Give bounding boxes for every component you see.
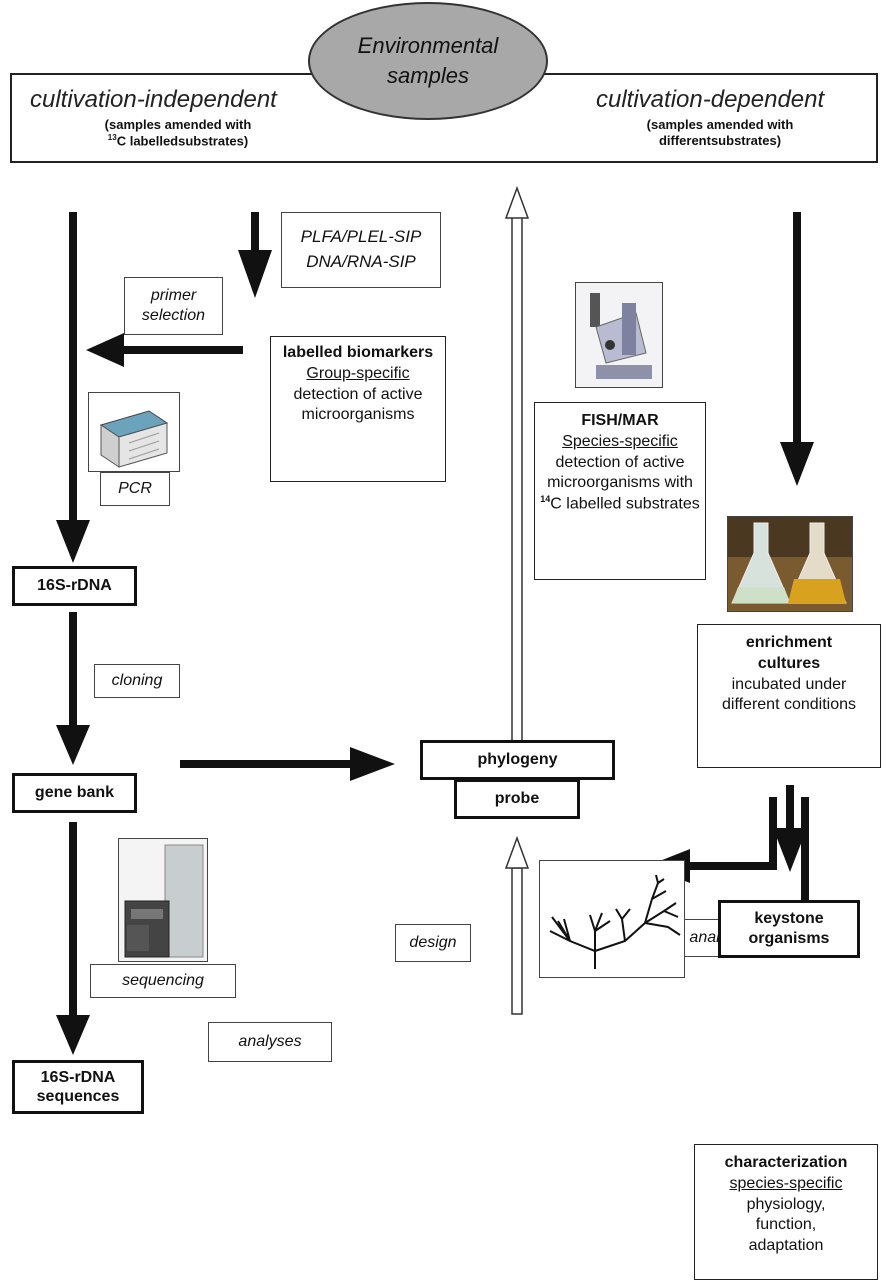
fish-text-1: detection of active microorganisms with (547, 453, 693, 492)
fish-species-specific: Species-specific (562, 432, 678, 450)
fish-mar-title: FISH/MAR (581, 412, 659, 429)
arrow-biomarkers-shaft (118, 346, 243, 354)
enrichment-cultures-box: enrichment cultures incubated under diff… (697, 624, 881, 768)
arrow-sip-head (238, 250, 272, 298)
biomarkers-title: labelled biomarkers (282, 344, 434, 361)
16s-rdna-sequences-box: 16S-rDNA sequences (12, 1060, 144, 1114)
biomarkers-text: detection of active microorganisms (293, 385, 423, 424)
arrow-analyses-left-shaft (180, 760, 355, 768)
fish-text-2: 14C labelled substrates (540, 494, 700, 513)
arrow-left-shaft (69, 212, 77, 528)
microscope-icon (575, 282, 663, 388)
environmental-samples-label: Environmental samples (357, 33, 499, 88)
design-label: design (395, 924, 471, 962)
keystone-organisms-box: keystone organisms (718, 900, 860, 958)
phylogeny-box: phylogeny (420, 740, 615, 780)
arrow-probe-head (504, 185, 530, 219)
cloning-label: cloning (94, 664, 180, 698)
sequencing-label: sequencing (90, 964, 236, 998)
analyses-left-label: analyses (208, 1022, 332, 1062)
arrow-right-head (780, 442, 814, 486)
arrow-cloning-shaft (69, 612, 77, 730)
gene-bank-box: gene bank (12, 773, 137, 813)
environmental-samples-ellipse: Environmental samples (308, 2, 548, 120)
left-header-title: cultivation-independent (30, 86, 277, 113)
characterization-box: characterization species-specific physio… (694, 1144, 878, 1280)
enrichment-text: incubated under different conditions (721, 675, 856, 714)
biomarkers-group-specific: Group-specific (306, 364, 410, 382)
arrow-keystone-bent-horizontal (683, 862, 777, 870)
arrow-cloning-head (56, 725, 90, 765)
characterization-species-specific: species-specific (729, 1174, 843, 1192)
arrow-keystone-bent-vertical (769, 797, 777, 869)
arrow-design-head (504, 835, 530, 869)
arrow-right-shaft (793, 212, 801, 448)
sip-label: PLFA/PLEL-SIP DNA/RNA-SIP (281, 212, 441, 288)
sequencer-icon (118, 838, 208, 962)
characterization-text: physiology, function, adaptation (746, 1195, 826, 1255)
arrow-sequencing-head (56, 1015, 90, 1055)
probe-box: probe (454, 779, 580, 819)
flasks-icon (727, 516, 853, 612)
arrow-characterization-shaft (801, 797, 809, 915)
arrow-analyses-left-head (350, 747, 395, 781)
arrow-design-shaft (511, 867, 523, 1015)
arrow-probe-shaft (511, 215, 523, 753)
characterization-title: characterization (724, 1154, 848, 1171)
arrow-left-head (56, 520, 90, 563)
arrow-biomarkers-head (86, 333, 124, 367)
pcr-machine-icon (88, 392, 180, 472)
arrow-sip-shaft (251, 212, 259, 254)
phylogenetic-tree-icon (539, 860, 685, 978)
labelled-biomarkers-box: labelled biomarkers Group-specific detec… (270, 336, 446, 482)
fish-mar-box: FISH/MAR Species-specific detection of a… (534, 402, 706, 580)
right-header-subtitle: (samples amended with differentsubstrate… (646, 117, 794, 149)
16s-rdna-box: 16S-rDNA (12, 566, 137, 606)
primer-selection-label: primer selection (124, 277, 223, 335)
right-header-title: cultivation-dependent (596, 86, 825, 113)
arrow-sequencing-shaft (69, 822, 77, 1022)
left-header-subtitle: (samples amended with 13C labelledsubstr… (104, 117, 252, 149)
arrow-enrichment-shaft (786, 785, 794, 833)
arrow-enrichment-head (773, 828, 807, 872)
pcr-label: PCR (100, 472, 170, 506)
enrichment-title: enrichment cultures (745, 634, 833, 672)
